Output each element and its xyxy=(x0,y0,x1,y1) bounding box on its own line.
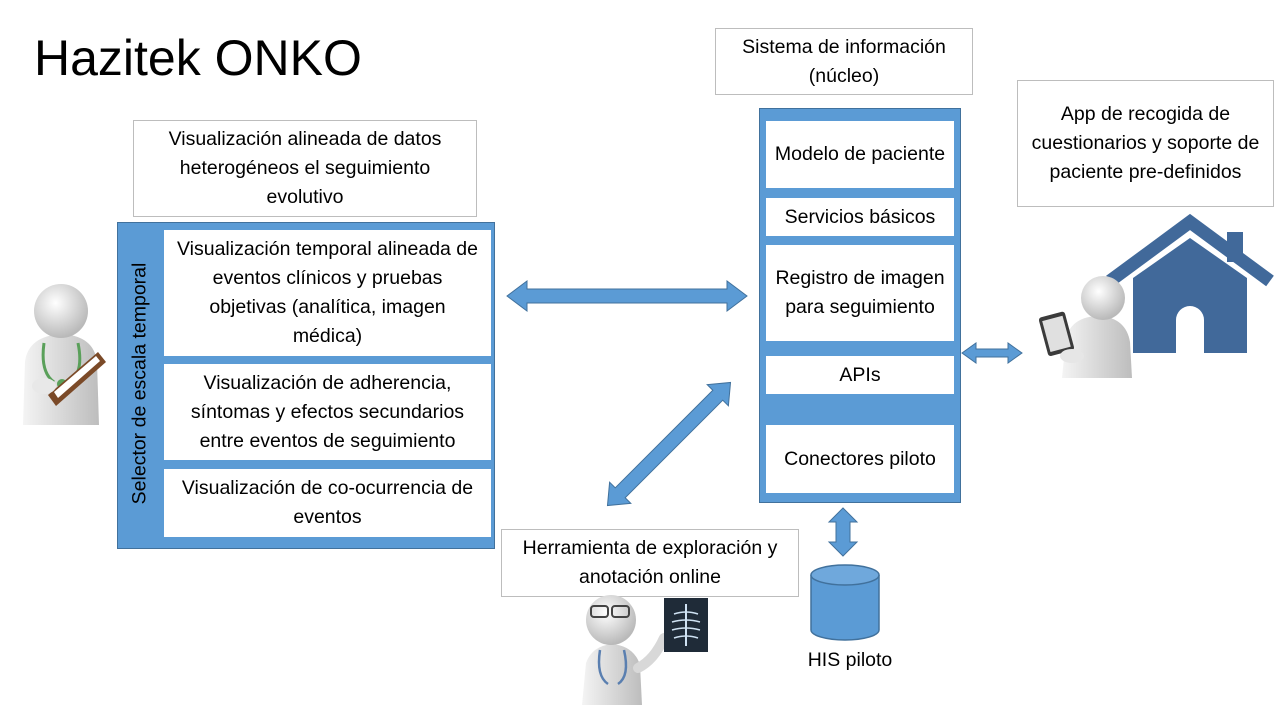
doctor-with-clipboard-icon xyxy=(23,284,106,425)
arrow-core-app xyxy=(961,342,1023,364)
module-image-registration: Registro de imagen para seguimiento xyxy=(766,245,954,341)
panel-cooccurrence-visualization: Visualización de co-ocurrencia de evento… xyxy=(164,469,491,537)
app-description-box: App de recogida de cuestionarios y sopor… xyxy=(1017,80,1274,207)
app-description-text: App de recogida de cuestionarios y sopor… xyxy=(1031,103,1260,183)
core-header-box: Sistema de información (núcleo) xyxy=(715,28,973,95)
module-text: Registro de imagen para seguimiento xyxy=(775,267,945,318)
panel-text: Visualización temporal alineada de event… xyxy=(176,238,478,347)
core-header-text: Sistema de información (núcleo) xyxy=(742,35,946,87)
tool-description-box: Herramienta de exploración y anotación o… xyxy=(501,529,799,597)
house-icon xyxy=(1106,213,1274,353)
arrow-core-his xyxy=(827,507,859,557)
arrow-left-core xyxy=(506,280,748,312)
panel-text: Visualización de co-ocurrencia de evento… xyxy=(181,477,474,528)
module-text: Servicios básicos xyxy=(784,205,936,228)
page-title: Hazitek ONKO xyxy=(34,30,362,86)
module-text: APIs xyxy=(839,363,881,386)
his-label: HIS piloto xyxy=(807,649,893,671)
doctor-with-xray-icon xyxy=(582,595,708,705)
module-pilot-connectors: Conectores piloto xyxy=(766,425,954,493)
panel-text: Visualización de adherencia, síntomas y … xyxy=(190,371,465,452)
module-basic-services: Servicios básicos xyxy=(766,198,954,236)
arrow-core-tool xyxy=(606,381,732,507)
left-header-box: Visualización alineada de datos heterogé… xyxy=(133,120,477,217)
database-cylinder-icon xyxy=(810,564,880,641)
patient-with-tablet-icon xyxy=(1038,276,1132,378)
module-apis: APIs xyxy=(766,356,954,394)
panel-adherence-visualization: Visualización de adherencia, síntomas y … xyxy=(164,364,491,460)
left-header-text: Visualización alineada de datos heterogé… xyxy=(168,128,442,208)
tool-description-text: Herramienta de exploración y anotación o… xyxy=(522,537,778,588)
module-text: Modelo de paciente xyxy=(774,143,946,165)
panel-temporal-visualization: Visualización temporal alineada de event… xyxy=(164,230,491,356)
module-patient-model: Modelo de paciente xyxy=(766,121,954,188)
module-text: Conectores piloto xyxy=(784,447,936,470)
